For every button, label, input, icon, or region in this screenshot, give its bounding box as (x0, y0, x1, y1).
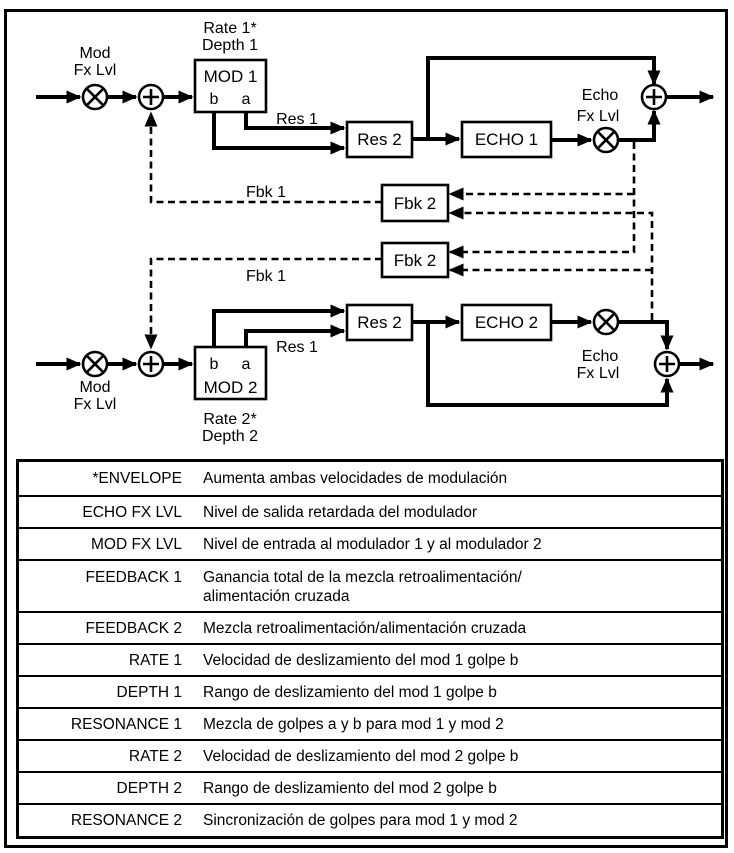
top-wet-to-sum-wire (618, 109, 661, 142)
parameter-table: *ENVELOPE Aumenta ambas velocidades de m… (16, 459, 724, 839)
depth1-label: Depth 1 (202, 37, 258, 54)
param-description: Velocidad de deslizamiento del mod 1 gol… (203, 651, 519, 669)
mod2-box: b a MOD 2 (193, 345, 268, 401)
rate1-label: Rate 1* (203, 20, 256, 37)
mod1-tap-a-label: a (242, 91, 251, 108)
top-echo-fx-lvl-label-2: Fx Lvl (577, 108, 620, 125)
param-name: RATE 1 (128, 651, 182, 669)
res2-bottom-label: Res 2 (357, 313, 401, 332)
res2-bottom-box: Res 2 (345, 303, 414, 342)
param-description: Rango de deslizamiento del mod 1 golpe b (203, 683, 497, 701)
param-description: Ganancia total de la mezcla retroaliment… (203, 569, 522, 605)
mod1-label: MOD 1 (204, 67, 258, 86)
fbk2-upper-box: Fbk 2 (380, 183, 450, 223)
table-row: RESONANCE 1 Mezcla de golpes a y b para … (19, 707, 721, 739)
feedback-network (144, 111, 654, 350)
table-row: RESONANCE 2 Sincronización de golpes par… (19, 803, 721, 836)
echo2-box: ECHO 2 (460, 303, 553, 342)
param-name: FEEDBACK 1 (85, 569, 182, 586)
param-description: Rango de deslizamiento del mod 2 golpe b (203, 779, 497, 797)
mod1-box: MOD 1 b a (193, 58, 268, 114)
top-echo-multiplier-icon (592, 126, 620, 154)
rate2-label: Rate 2* (203, 411, 256, 428)
fbk2-lower-label: Fbk 2 (394, 251, 437, 270)
table-row: FEEDBACK 1 Ganancia total de la mezcla r… (19, 559, 721, 611)
param-name: MOD FX LVL (90, 535, 182, 553)
table-row: RATE 1 Velocidad de deslizamiento del mo… (19, 643, 721, 675)
top-chain-wires (36, 56, 715, 155)
param-description: Sincronización de golpes para mod 1 y mo… (203, 812, 518, 829)
table-row: FEEDBACK 2 Mezcla retroalimentación/alim… (19, 611, 721, 643)
param-name: DEPTH 2 (116, 779, 182, 797)
mod1-tap-b-label: b (210, 91, 219, 108)
param-name: *ENVELOPE (92, 470, 182, 487)
table-row: DEPTH 2 Rango de deslizamiento del mod 2… (19, 771, 721, 803)
table-row: MOD FX LVL Nivel de entrada al modulador… (19, 527, 721, 559)
top-echo-fx-lvl-label-1: Echo (582, 87, 619, 104)
param-name: ECHO FX LVL (82, 503, 182, 521)
bottom-echo-fx-lvl-label-1: Echo (582, 348, 619, 365)
param-name: DEPTH 1 (116, 683, 182, 701)
bottom-echo-fx-lvl-label-2: Fx Lvl (577, 365, 620, 382)
echo1-box: ECHO 1 (460, 120, 553, 159)
top-mod-multiplier-icon (81, 83, 109, 111)
bottom-echo-multiplier-icon (592, 308, 620, 336)
bottom-mod-multiplier-icon (81, 350, 109, 378)
fbk2a-to-top-sum-dashed (144, 111, 382, 204)
top-mod-fx-lvl-label-2: Fx Lvl (74, 62, 117, 79)
echo1-label: ECHO 1 (475, 130, 538, 149)
res2-top-label: Res 2 (357, 130, 401, 149)
bottom-chain-wires (36, 304, 715, 407)
bottom-wet-to-sum-wire (618, 320, 674, 351)
echo2-label: ECHO 2 (475, 313, 538, 332)
param-description: Mezcla de golpes a y b para mod 1 y mod … (203, 715, 504, 733)
bottom-feedback-sum-icon (137, 350, 165, 378)
param-description: Nivel de salida retardada del modulador (203, 503, 477, 521)
param-name: FEEDBACK 2 (85, 619, 182, 637)
param-description: Velocidad de deslizamiento del mod 2 gol… (203, 747, 519, 765)
fbk1-lower-label: Fbk 1 (246, 268, 286, 285)
mod2-tap-a-label: a (242, 356, 251, 373)
param-name: RESONANCE 2 (70, 812, 182, 829)
top-mod-fx-lvl-label-1: Mod (79, 45, 110, 62)
mod1-tap-b-to-res2-wire (212, 112, 346, 155)
bottom-mod-fx-lvl-label-1: Mod (79, 379, 110, 396)
bottom-mod-fx-lvl-label-2: Fx Lvl (74, 396, 117, 413)
mod2-tap-a-to-res2-wire (244, 324, 346, 347)
signal-flow-diagram: MOD 1 b a Res 2 ECHO 1 Fbk 2 Fbk 2 Res 2… (36, 20, 715, 445)
param-name: RATE 2 (128, 747, 182, 765)
res1-top-label: Res 1 (276, 111, 318, 128)
table-row: *ENVELOPE Aumenta ambas velocidades de m… (19, 462, 721, 495)
mod1-tap-a-to-res2-wire (244, 112, 346, 135)
res2-top-box: Res 2 (345, 120, 414, 159)
table-row: RATE 2 Velocidad de deslizamiento del mo… (19, 739, 721, 771)
table-row: DEPTH 1 Rango de deslizamiento del mod 1… (19, 675, 721, 707)
bottom-tap-to-fbk2a-dashed (448, 206, 654, 320)
param-description: Nivel de entrada al modulador 1 y al mod… (203, 535, 542, 553)
fbk1-upper-label: Fbk 1 (246, 184, 286, 201)
fbk2-lower-box: Fbk 2 (380, 241, 450, 279)
table-row: ECHO FX LVL Nivel de salida retardada de… (19, 495, 721, 527)
top-tap-to-fbk2b-dashed (448, 142, 636, 259)
param-name: RESONANCE 1 (70, 715, 182, 733)
fbk2b-to-bottom-sum-dashed (144, 257, 382, 350)
top-feedback-sum-icon (137, 83, 165, 111)
mod2-tap-b-to-res2-wire (212, 304, 346, 347)
res1-bottom-label: Res 1 (276, 339, 318, 356)
top-dry-branch-wire (426, 56, 661, 139)
mod2-label: MOD 2 (204, 378, 258, 397)
top-output-sum-icon (640, 83, 668, 111)
bottom-output-sum-icon (653, 350, 681, 378)
depth2-label: Depth 2 (202, 428, 258, 445)
mod2-tap-b-label: b (210, 356, 219, 373)
bottom-dry-branch-wire (426, 322, 674, 407)
param-description: Mezcla retroalimentación/alimentación cr… (203, 619, 527, 637)
param-description: Aumenta ambas velocidades de modulación (203, 470, 508, 487)
fbk2-upper-label: Fbk 2 (394, 194, 437, 213)
